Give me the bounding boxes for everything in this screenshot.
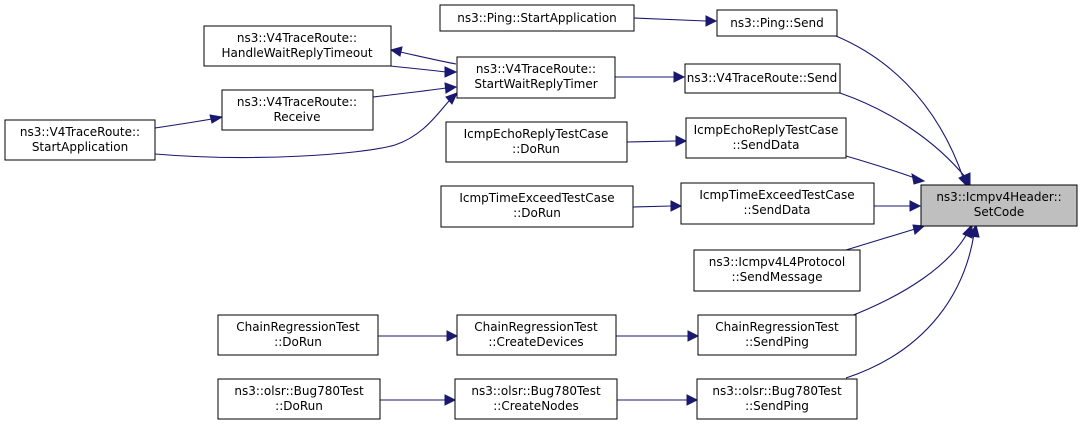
node-icmptimeexceedtestcase-senddata[interactable]: IcmpTimeExceedTestCase ::SendData <box>680 182 875 225</box>
edge-ping-start-to-ping-send <box>633 15 718 27</box>
node-label-line-2: StartWaitReplyTimer <box>474 77 597 91</box>
node-label-line-2: HandleWaitReplyTimeout <box>221 46 372 60</box>
node-chainregressiontest-createdevices[interactable]: ChainRegressionTest ::CreateDevices <box>456 314 617 356</box>
edge-v4-start-to-v4-timer <box>154 92 458 159</box>
edge-olsr-ping-to-setcode <box>845 223 980 379</box>
node-label-line-1: ns3::V4TraceRoute:: <box>20 125 140 139</box>
node-label-line-2: ::DoRun <box>275 399 323 413</box>
edge-v4-start-to-v4-receive <box>154 114 224 129</box>
edge-chain-ping-to-setcode <box>845 223 973 319</box>
edge-l4-send-to-setcode <box>845 224 926 251</box>
node-label-line-2: Receive <box>274 110 321 124</box>
node-icmpechoreplytestcase-dorun[interactable]: IcmpEchoReplyTestCase ::DoRun <box>445 121 628 163</box>
node-v4traceroute-receive[interactable]: ns3::V4TraceRoute:: Receive <box>221 89 374 131</box>
edge-time-run-to-time-send <box>632 200 683 212</box>
node-chainregressiontest-dorun[interactable]: ChainRegressionTest ::DoRun <box>217 314 379 356</box>
node-label-line-2: ::DoRun <box>513 206 561 220</box>
node-label-line-1: ns3::V4TraceRoute:: <box>476 62 596 76</box>
node-label-line-1: ChainRegressionTest <box>474 320 598 334</box>
node-label-line-2: ::SendPing <box>745 335 809 349</box>
edge-v4-timeout-to-v4-timer <box>389 65 458 78</box>
node-label-line-2: ::SendPing <box>745 399 809 413</box>
node-label-line-2: SetCode <box>974 205 1024 219</box>
edge-v4-send-to-setcode <box>839 92 971 189</box>
edge-chain-run-to-chain-dev <box>378 330 459 342</box>
node-label-line-1: IcmpTimeExceedTestCase <box>699 188 854 202</box>
node-label-line-2: ::SendData <box>733 138 800 152</box>
node-label-line-2: StartApplication <box>32 140 128 154</box>
node-ping-send[interactable]: ns3::Ping::Send <box>716 9 838 37</box>
node-ping-startapplication[interactable]: ns3::Ping::StartApplication <box>439 4 635 32</box>
node-label-line-2: ::SendData <box>744 203 811 217</box>
node-label-line-2: ::DoRun <box>274 335 322 349</box>
edge-echo-send-to-setcode <box>845 155 926 185</box>
node-label-line-1: IcmpEchoReplyTestCase <box>464 127 609 141</box>
edge-ping-send-to-setcode <box>835 35 970 190</box>
edge-time-send-to-setcode <box>874 200 922 212</box>
node-label-line-1: IcmpTimeExceedTestCase <box>459 191 614 205</box>
node-label-line-1: ns3::Icmpv4Header:: <box>936 190 1061 204</box>
node-label-line-1: IcmpEchoReplyTestCase <box>694 123 839 137</box>
node-icmpv4header-setcode[interactable]: ns3::Icmpv4Header:: SetCode <box>920 184 1078 227</box>
node-label-line-1: ChainRegressionTest <box>236 320 360 334</box>
node-label-line-1: ns3::olsr::Bug780Test <box>471 384 601 398</box>
node-label-line-2: ::DoRun <box>512 142 560 156</box>
node-label-line-1: ns3::V4TraceRoute:: <box>237 95 357 109</box>
node-olsr-bug780test-dorun[interactable]: ns3::olsr::Bug780Test ::DoRun <box>217 378 381 420</box>
node-olsr-bug780test-createnodes[interactable]: ns3::olsr::Bug780Test ::CreateNodes <box>454 378 618 420</box>
nodes: ns3::Icmpv4Header:: SetCode ns3::Ping::S… <box>4 4 1078 420</box>
edge-olsr-run-to-olsr-nodes <box>380 394 457 406</box>
edge-v4-timer-to-v4-timeout <box>389 46 457 65</box>
edge-v4-timer-to-v4-send <box>615 71 686 83</box>
node-label-line-2: ::CreateNodes <box>493 399 579 413</box>
edge-chain-dev-to-chain-ping <box>616 330 700 342</box>
edge-v4-receive-to-v4-timer <box>372 82 458 98</box>
node-label-line-1: ns3::Icmpv4L4Protocol <box>709 255 845 269</box>
node-v4traceroute-send[interactable]: ns3::V4TraceRoute::Send <box>684 63 841 94</box>
node-label-line-1: ns3::olsr::Bug780Test <box>234 384 364 398</box>
node-icmptimeexceedtestcase-dorun[interactable]: IcmpTimeExceedTestCase ::DoRun <box>440 185 634 228</box>
node-label-line-2: ::CreateDevices <box>488 335 583 349</box>
node-olsr-bug780test-sendping[interactable]: ns3::olsr::Bug780Test ::SendPing <box>696 378 858 420</box>
node-v4traceroute-startwaitreplytimer[interactable]: ns3::V4TraceRoute:: StartWaitReplyTimer <box>456 56 616 99</box>
node-label-line-1: ChainRegressionTest <box>715 320 839 334</box>
node-v4traceroute-startapplication[interactable]: ns3::V4TraceRoute:: StartApplication <box>4 119 156 161</box>
node-label-line-2: ::SendMessage <box>732 270 823 284</box>
node-label-line-1: ns3::olsr::Bug780Test <box>712 384 842 398</box>
edges <box>154 15 980 406</box>
node-label-line-1: ns3::V4TraceRoute::Send <box>687 71 837 85</box>
node-label-line-1: ns3::Ping::Send <box>730 16 823 30</box>
node-chainregressiontest-sendping[interactable]: ChainRegressionTest ::SendPing <box>697 314 857 356</box>
node-icmpechoreplytestcase-senddata[interactable]: IcmpEchoReplyTestCase ::SendData <box>685 117 847 159</box>
node-icmpv4l4protocol-sendmessage[interactable]: ns3::Icmpv4L4Protocol ::SendMessage <box>693 249 861 292</box>
edge-echo-run-to-echo-send <box>626 135 688 147</box>
node-v4traceroute-handlewaitreplytimeout[interactable]: ns3::V4TraceRoute:: HandleWaitReplyTimeo… <box>203 25 392 67</box>
edge-olsr-nodes-to-olsr-ping <box>617 394 699 406</box>
node-label-line-1: ns3::Ping::StartApplication <box>457 11 617 25</box>
node-label-line-1: ns3::V4TraceRoute:: <box>237 31 357 45</box>
